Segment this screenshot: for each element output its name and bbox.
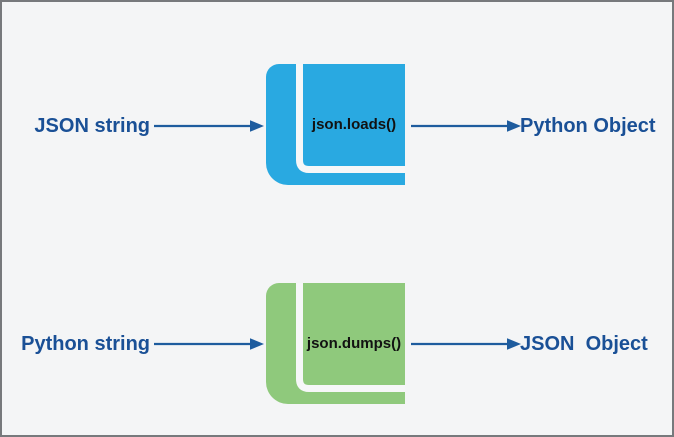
book-page-gap <box>296 283 405 392</box>
arrow-right-icon <box>154 120 264 132</box>
output-label-python-object: Python Object <box>520 115 656 137</box>
arrow-right-icon <box>154 338 264 350</box>
book-icon <box>266 283 405 404</box>
arrow-head <box>507 338 521 350</box>
book-icon-json-loads: json.loads() <box>266 64 405 185</box>
arrow-head <box>250 120 264 132</box>
book-icon <box>266 64 405 185</box>
book-icon-json-dumps: json.dumps() <box>266 283 405 404</box>
function-label-loads: json.loads() <box>311 116 397 133</box>
arrow-head <box>250 338 264 350</box>
book-page-gap <box>296 64 405 173</box>
arrow-right-icon <box>411 120 521 132</box>
input-label-json-string: JSON string <box>34 115 150 137</box>
arrow-head <box>507 120 521 132</box>
arrow-right-icon <box>411 338 521 350</box>
function-label-dumps: json.dumps() <box>306 335 402 352</box>
output-label-json-object: JSON Object <box>520 333 648 355</box>
input-label-python-string: Python string <box>21 333 150 355</box>
